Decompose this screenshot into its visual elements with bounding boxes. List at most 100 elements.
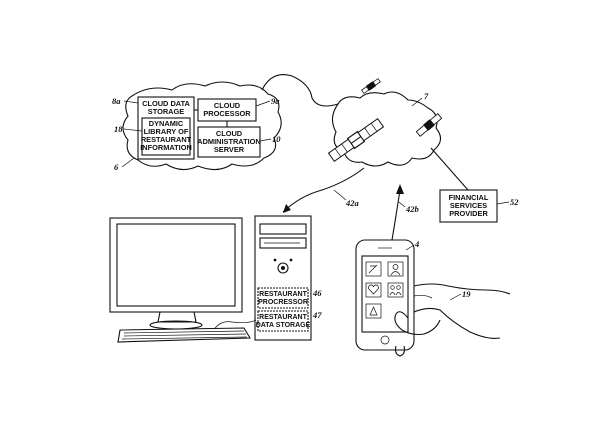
financial-box	[439, 189, 498, 223]
monitor-frame	[109, 217, 243, 313]
computer-network-link	[282, 167, 365, 213]
app-icon-favorites	[365, 282, 382, 298]
app-icon-profile	[387, 261, 404, 277]
cloud-network-link	[261, 74, 339, 107]
leader-phone	[405, 244, 415, 251]
app-icon-group	[387, 282, 404, 298]
ref-cloud: 6	[114, 162, 119, 172]
smartphone: 4	[355, 239, 419, 351]
processor-box-label-2: PROCRESSOR	[258, 299, 308, 306]
leader-storage	[123, 100, 139, 104]
label-42b: 42b	[405, 204, 419, 214]
leader-network	[411, 97, 423, 107]
financial-label-2: SERVICES	[450, 201, 487, 210]
ref-phone: 4	[414, 239, 419, 249]
restaurant-data-storage-box	[257, 310, 309, 332]
leader-42b	[398, 201, 406, 208]
heart-icon	[368, 284, 379, 295]
storage-label-2: STORAGE	[148, 107, 184, 116]
storage-label-1: CLOUD DATA	[142, 99, 190, 108]
library-label-4: INFORMATION	[140, 143, 192, 152]
power-button-icon	[277, 262, 289, 274]
ref-processor: 9a	[271, 96, 280, 106]
keyboard	[117, 327, 251, 343]
storage-box-label-2: DATA STORAGE	[256, 322, 311, 329]
led-indicator-1	[273, 258, 277, 262]
satellite-icon-main	[327, 118, 385, 162]
ref-restaurant-storage: 47	[312, 310, 322, 320]
app-icon-notes	[365, 261, 382, 277]
group-icon-a	[390, 285, 395, 290]
leader-cloud	[121, 157, 135, 168]
phone-link-arrowhead	[396, 184, 404, 194]
leader-processor	[255, 100, 271, 107]
label-42a: 42a	[345, 198, 360, 208]
leader-library	[123, 128, 143, 132]
monitor-neck	[157, 311, 197, 323]
admin-label-1: CLOUD	[216, 129, 243, 138]
thumb	[394, 311, 441, 336]
phone-body	[355, 239, 415, 351]
ref-storage: 8a	[112, 96, 121, 106]
keyboard-cable	[214, 319, 257, 329]
communication-links: 42a 42b	[282, 167, 419, 241]
restaurant-processor-box	[257, 287, 309, 309]
processor-label-2: PROCESSOR	[203, 109, 251, 118]
satellite-icon-small	[361, 78, 381, 94]
led-indicator-2	[289, 258, 293, 262]
financial-label-3: PROVIDER	[449, 209, 488, 218]
group-icon-b	[396, 285, 401, 290]
drive-bay-2	[259, 237, 307, 249]
cloud-outline	[122, 81, 282, 171]
processor-label-1: CLOUD	[214, 101, 241, 110]
financial-services-provider: FINANCIAL SERVICES PROVIDER 52	[430, 147, 519, 223]
phone-home-button	[380, 335, 390, 345]
ref-restaurant-processor: 46	[312, 288, 322, 298]
ref-admin: 10	[272, 134, 281, 144]
desktop-computer: RESTAURANT PROCRESSOR 46 RESTAURANT DATA…	[109, 215, 322, 343]
ref-hand: 19	[462, 289, 471, 299]
cloud-data-storage-box	[137, 96, 195, 160]
profile-body	[390, 271, 401, 276]
computer-link-arrowhead	[283, 204, 291, 213]
library-label-3: RESTAURANT	[141, 135, 192, 144]
library-label-2: LIBRARY OF	[144, 127, 189, 136]
ref-library: 18	[114, 124, 123, 134]
settings-icon	[369, 306, 378, 316]
profile-icon	[392, 264, 399, 270]
ref-network: 7	[424, 91, 429, 101]
power-button-center	[281, 266, 285, 270]
phone-network-link	[391, 189, 401, 241]
leader-hand	[449, 293, 462, 301]
leader-financial	[496, 201, 510, 205]
hand-outline	[413, 283, 511, 295]
admin-label-3: SERVER	[214, 145, 245, 154]
cloud-admin-server-box	[197, 126, 261, 158]
hand: 19	[394, 283, 511, 357]
library-label-1: DYNAMIC	[149, 119, 184, 128]
notes-icon	[368, 264, 378, 274]
keyboard-keys	[121, 330, 248, 340]
admin-label-2: ADMINISTRATION	[197, 137, 261, 146]
processor-box-label-1: RESTAURANT	[259, 291, 307, 298]
group-icon-bodies	[389, 292, 402, 296]
leader-admin	[259, 138, 272, 142]
restaurant-library-box	[141, 117, 191, 156]
leader-42a	[333, 189, 347, 201]
phone-screen	[361, 255, 409, 333]
network-cloud: 7	[327, 78, 443, 167]
computer-tower	[254, 215, 312, 341]
network-financial-link	[430, 147, 469, 191]
hand-palm	[413, 307, 501, 339]
monitor-screen	[116, 223, 236, 307]
storage-box-label-1: RESTAURANT	[259, 314, 307, 321]
finger-crease	[413, 294, 433, 299]
finger-under-phone	[394, 345, 406, 357]
drive-bay-1	[259, 223, 307, 235]
ref-financial: 52	[510, 197, 519, 207]
cloud-system: CLOUD DATA STORAGE DYNAMIC LIBRARY OF RE…	[112, 81, 282, 172]
app-icon-settings	[365, 303, 382, 319]
satellite-icon-right	[415, 113, 443, 137]
financial-label-1: FINANCIAL	[449, 193, 489, 202]
